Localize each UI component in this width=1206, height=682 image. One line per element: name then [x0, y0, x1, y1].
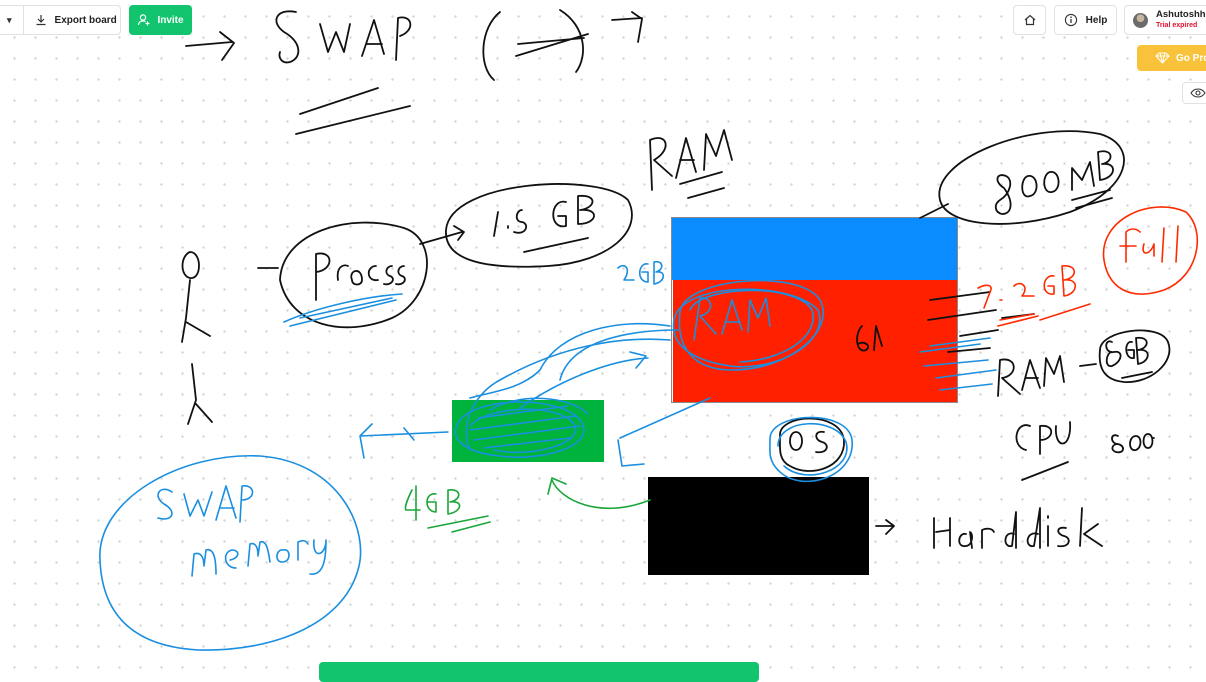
hard-disk-black-rect[interactable] — [648, 477, 869, 575]
chevron-down-icon[interactable]: ▾ — [7, 14, 12, 25]
black-ink-strokes — [181, 9, 1171, 549]
home-button[interactable] — [1013, 5, 1046, 35]
export-board-button[interactable]: ▾ Export board — [0, 5, 121, 35]
bottom-toolbar[interactable] — [319, 662, 759, 682]
diamond-icon — [1155, 52, 1170, 64]
avatar — [1133, 12, 1148, 28]
export-board-label: Export board — [54, 14, 117, 26]
ram-box-outline — [671, 217, 958, 403]
home-icon — [1023, 13, 1037, 27]
user-menu[interactable]: Ashutoshh S Trial expired — [1124, 5, 1206, 35]
help-label: Help — [1085, 14, 1108, 26]
help-button[interactable]: Help — [1054, 5, 1117, 35]
blue-ink-strokes — [99, 260, 997, 651]
add-user-icon — [137, 13, 151, 27]
ram-red-rect[interactable] — [673, 280, 958, 402]
invite-label: Invite — [157, 14, 184, 26]
trial-status: Trial expired — [1156, 22, 1198, 29]
green-ink-strokes — [404, 477, 651, 533]
ram-blue-rect[interactable] — [672, 218, 958, 280]
user-name: Ashutoshh S — [1156, 9, 1206, 20]
go-pro-button[interactable]: Go Pro — [1137, 45, 1206, 71]
view-mode-button[interactable] — [1182, 82, 1206, 104]
info-icon — [1064, 13, 1078, 27]
go-pro-label: Go Pro — [1176, 52, 1206, 64]
eye-icon — [1190, 88, 1206, 98]
red-ink-strokes — [977, 206, 1199, 327]
export-divider — [22, 5, 24, 35]
invite-button[interactable]: Invite — [129, 5, 192, 35]
download-icon — [35, 14, 47, 26]
